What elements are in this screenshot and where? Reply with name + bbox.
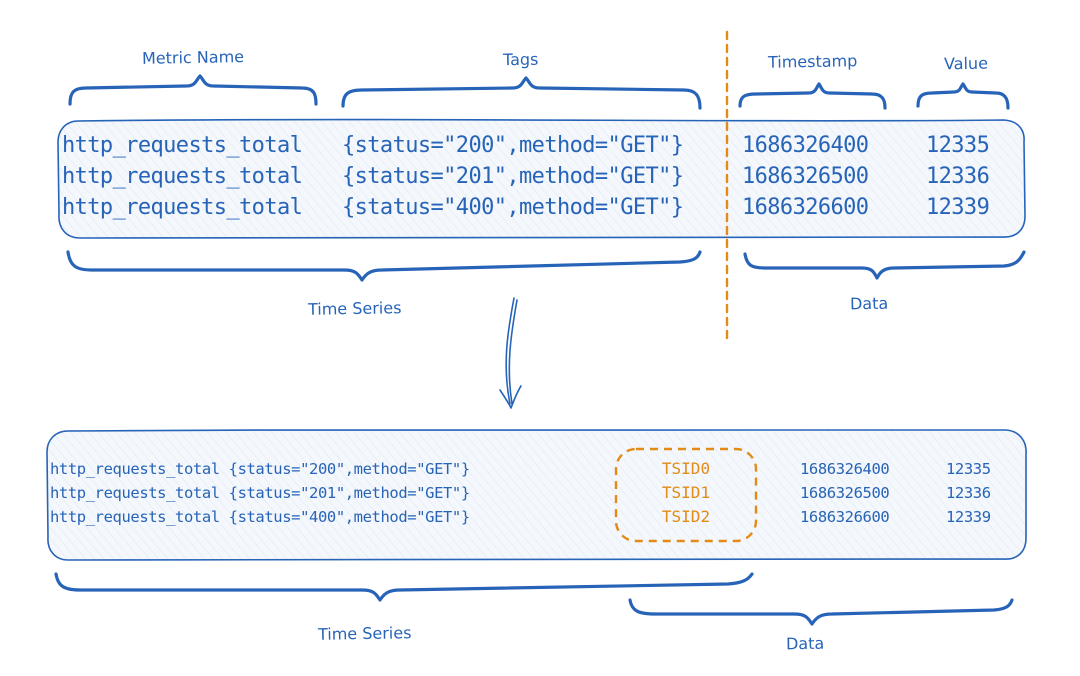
metric-name-cell: http_requests_total xyxy=(62,133,303,158)
data-brace-bottom xyxy=(628,598,1014,626)
tsid-cell: TSID2 xyxy=(661,507,711,526)
value-label: Value xyxy=(943,53,989,74)
tags-cell: {status="200",method="GET"} xyxy=(342,133,684,158)
tsid-column: TSID0 TSID1 TSID2 xyxy=(616,457,756,529)
series-cell: http_requests_total {status="201",method… xyxy=(50,484,470,502)
tags-brace xyxy=(341,76,702,110)
series-cell: http_requests_total {status="400",method… xyxy=(50,508,470,526)
timestamp-cell: 1686326500 xyxy=(800,484,890,502)
transform-arrow xyxy=(499,297,522,409)
series-cell: http_requests_total {status="200",method… xyxy=(50,460,470,478)
tags-label: Tags xyxy=(502,49,539,70)
value-cell: 12335 xyxy=(926,133,990,158)
value-cell: 12336 xyxy=(926,164,990,189)
value-cell: 12335 xyxy=(946,460,991,478)
timestamp-cell: 1686326500 xyxy=(742,164,869,189)
data-label-bottom: Data xyxy=(785,633,825,654)
metric-name-cell: http_requests_total xyxy=(62,195,303,220)
timestamp-label: Timestamp xyxy=(767,51,858,72)
data-brace-top xyxy=(743,250,1026,280)
timestamp-cell: 1686326400 xyxy=(742,133,869,158)
timestamp-cell: 1686326400 xyxy=(800,460,890,478)
time-series-brace-top xyxy=(66,250,702,282)
timestamp-brace xyxy=(738,82,887,110)
tsid-cell: TSID0 xyxy=(661,459,711,478)
value-cell: 12339 xyxy=(926,195,990,220)
time-series-brace-bottom xyxy=(54,572,754,602)
metric-name-label: Metric Name xyxy=(141,47,245,68)
top-record-box xyxy=(57,118,1026,239)
time-series-label-top: Time Series xyxy=(307,298,402,319)
value-cell: 12339 xyxy=(946,508,991,526)
metric-name-cell: http_requests_total xyxy=(62,164,303,189)
timestamp-cell: 1686326600 xyxy=(800,508,890,526)
data-label-top: Data xyxy=(849,293,889,314)
tsid-cell: TSID1 xyxy=(661,483,711,502)
value-cell: 12336 xyxy=(946,484,991,502)
metric-name-brace xyxy=(68,74,318,106)
tags-cell: {status="400",method="GET"} xyxy=(342,195,684,220)
value-brace xyxy=(916,82,1010,110)
bottom-record-box xyxy=(46,429,1027,561)
timestamp-cell: 1686326600 xyxy=(742,195,869,220)
tsid-box xyxy=(614,447,758,543)
time-series-label-bottom: Time Series xyxy=(317,623,412,644)
tags-cell: {status="201",method="GET"} xyxy=(342,164,684,189)
